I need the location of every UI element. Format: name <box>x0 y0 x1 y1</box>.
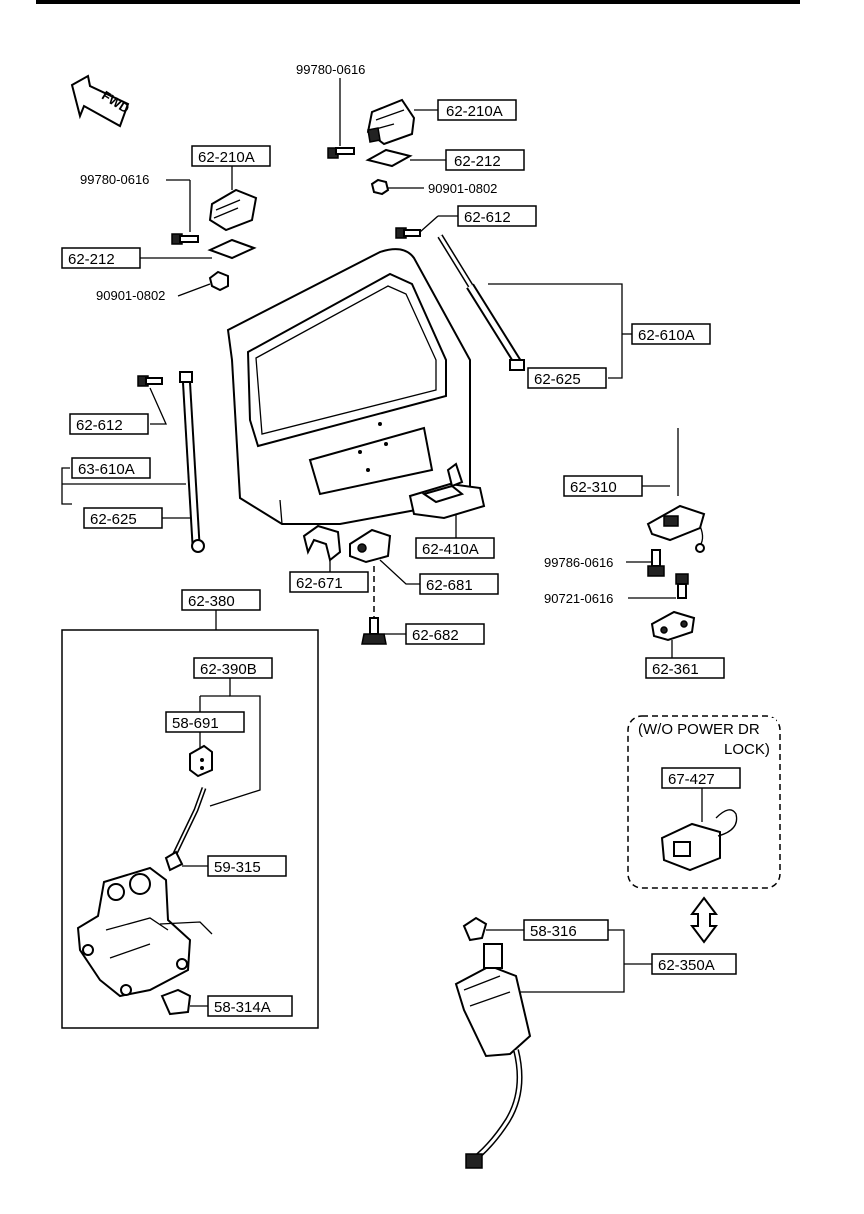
stopper-icon <box>349 528 392 564</box>
plate-left-icon <box>207 238 257 260</box>
lock-cylinder-icon <box>646 428 706 553</box>
label-latch-assy: 62-380 <box>188 593 235 610</box>
bolt-top-right-icon <box>395 227 421 239</box>
label-hinge-top: 62-210A <box>446 103 503 120</box>
strut-left-icon <box>179 371 205 553</box>
label-latch-switch: 58-314A <box>214 999 271 1016</box>
bolt-left-strut-icon <box>137 375 163 387</box>
actuator-icon <box>454 943 532 1169</box>
stopper-bolt-icon <box>361 617 387 645</box>
label-bolt-top-right: 62-612 <box>464 209 511 226</box>
clip-icon <box>164 850 184 872</box>
latch-group-frame <box>61 629 319 1029</box>
label-actuator: 62-350A <box>658 957 715 974</box>
label-handle-garnish: 62-410A <box>422 541 479 558</box>
double-arrow-icon <box>690 896 718 944</box>
connector-icon <box>660 809 738 872</box>
label-bolt-left-strut: 62-612 <box>76 417 123 434</box>
label-hinge-left: 62-210A <box>198 149 255 166</box>
rod-icon <box>169 787 207 862</box>
screw-a-icon <box>647 549 665 577</box>
option-note-line2: LOCK) <box>724 741 770 758</box>
label-bolt-top: 99780-0616 <box>296 62 365 77</box>
label-stopper-bolt: 62-682 <box>412 627 459 644</box>
bolt-left-icon <box>171 233 199 245</box>
hinge-top-icon <box>366 98 416 146</box>
label-rod-clip: 58-691 <box>172 715 219 732</box>
label-screw-b: 90721-0616 <box>544 591 613 606</box>
label-stopper: 62-681 <box>426 577 473 594</box>
plate-top-icon <box>365 148 413 168</box>
label-striker: 62-361 <box>652 661 699 678</box>
actuator-clip-icon <box>462 916 488 942</box>
option-frame <box>627 715 781 889</box>
option-note-line1: (W/O POWER DR <box>638 721 760 738</box>
label-lock-cylinder: 62-310 <box>570 479 617 496</box>
label-screw-a: 99786-0616 <box>544 555 613 570</box>
nut-top-icon <box>370 178 390 196</box>
tailgate-body-icon <box>226 248 471 525</box>
label-bolt-left: 99780-0616 <box>80 172 149 187</box>
label-plate-top: 62-212 <box>454 153 501 170</box>
bracket-icon <box>302 524 342 562</box>
label-bracket: 62-671 <box>296 575 343 592</box>
label-strut-assy-left: 63-610A <box>78 461 135 478</box>
fwd-arrow-icon: FWD <box>70 74 132 128</box>
label-plate-left: 62-212 <box>68 251 115 268</box>
label-strut-cap-left: 62-625 <box>90 511 137 528</box>
label-nut-top: 90901-0802 <box>428 181 497 196</box>
label-clip: 59-315 <box>214 859 261 876</box>
hinge-left-icon <box>208 188 258 232</box>
rod-clip-icon <box>189 744 213 778</box>
label-strut-assy-right: 62-610A <box>638 327 695 344</box>
strut-right-icon <box>437 234 525 371</box>
striker-icon <box>650 610 696 642</box>
label-rod-assy: 62-390B <box>200 661 257 678</box>
nut-left-icon <box>208 270 229 292</box>
latch-switch-icon <box>160 988 192 1016</box>
top-border <box>36 0 800 4</box>
label-actuator-clip: 58-316 <box>530 923 577 940</box>
bolt-top-icon <box>327 147 355 159</box>
latch-icon <box>76 866 213 998</box>
label-connector: 67-427 <box>668 771 715 788</box>
handle-garnish-icon <box>408 462 486 520</box>
label-strut-cap-right: 62-625 <box>534 371 581 388</box>
screw-b-icon <box>675 573 689 599</box>
label-nut-left: 90901-0802 <box>96 288 165 303</box>
